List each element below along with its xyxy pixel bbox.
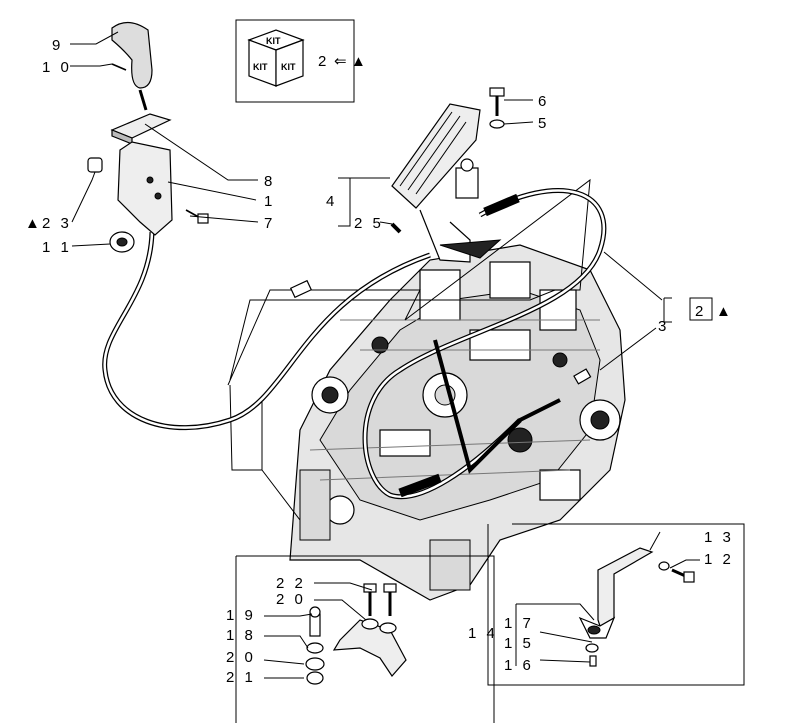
- label-22: 2 2: [276, 575, 306, 592]
- callout-labels: 9 1 0 8 1 7 ▲ 2 3 1 1 6 5 4 2 5 2 ▲ 3 2 …: [25, 37, 734, 686]
- label-23: 2 3: [42, 215, 72, 232]
- leader-lines: [70, 31, 713, 679]
- label-2-triangle-icon: ▲: [716, 303, 731, 320]
- label-1: 1: [264, 193, 275, 210]
- hand-lever-assembly: [87, 21, 209, 253]
- kit-text-top: KIT: [266, 36, 281, 46]
- throttle-cable-right: [362, 188, 607, 500]
- kit-text-left: KIT: [253, 62, 268, 72]
- label-10: 1 0: [42, 59, 72, 76]
- kit-arrow-icon: ⇐: [334, 53, 350, 70]
- label-17: 1 7: [504, 615, 534, 632]
- label-21: 2 1: [226, 669, 256, 686]
- label-8: 8: [264, 173, 275, 190]
- label-20-bottom: 2 0: [226, 649, 256, 666]
- label-19: 1 9: [226, 607, 256, 624]
- label-14: 1 4: [468, 625, 498, 642]
- label-9: 9: [52, 37, 63, 54]
- label-3: 3: [658, 318, 669, 335]
- label-7: 7: [264, 215, 275, 232]
- label-13: 1 3: [704, 529, 734, 546]
- label-25: 2 5: [354, 215, 384, 232]
- triangle-marker-icon: ▲: [351, 53, 366, 70]
- detail-box-bracket: [235, 555, 495, 723]
- label-23-triangle-icon: ▲: [25, 215, 40, 232]
- label-11: 1 1: [42, 239, 72, 256]
- label-20-top: 2 0: [276, 591, 306, 608]
- label-2-kit: 2: [318, 53, 329, 70]
- kit-box: KIT KIT KIT 2 ⇐ ▲: [235, 19, 366, 103]
- label-6: 6: [538, 93, 549, 110]
- label-15: 1 5: [504, 635, 534, 652]
- kit-text-right: KIT: [281, 62, 296, 72]
- detail-box-pedal-bracket: [487, 523, 745, 686]
- label-16: 1 6: [504, 657, 534, 674]
- label-4: 4: [326, 193, 337, 210]
- engine-block: [227, 178, 626, 601]
- label-5: 5: [538, 115, 549, 132]
- label-18: 1 8: [226, 627, 256, 644]
- throttle-cable-left: [102, 231, 431, 431]
- foot-pedal-assembly: [390, 87, 505, 263]
- label-12: 1 2: [704, 551, 734, 568]
- label-2: 2: [695, 303, 706, 320]
